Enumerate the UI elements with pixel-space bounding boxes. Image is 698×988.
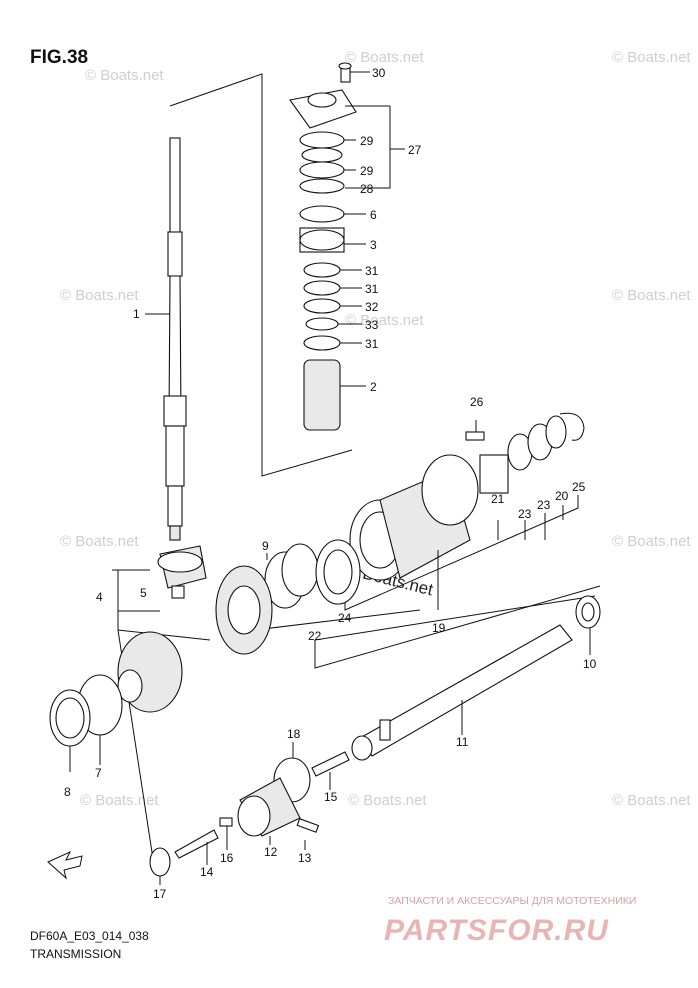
callout-4: 4 <box>96 590 103 604</box>
watermark: © Boats.net <box>345 49 424 66</box>
callout-21: 21 <box>491 492 505 506</box>
callout-labels: 30 29 27 29 28 6 3 31 31 32 33 31 2 1 26… <box>64 66 597 901</box>
brand-logo: PARTSFOR.RU <box>384 914 609 947</box>
callout-13: 13 <box>298 851 312 865</box>
watermark: © Boats.net <box>612 287 691 304</box>
watermark: © Boats.net <box>348 792 427 809</box>
watermark: © Boats.net <box>612 533 691 550</box>
watermark: © Boats.net <box>612 792 691 809</box>
callout-15: 15 <box>324 790 338 804</box>
callout-19: 19 <box>432 621 446 635</box>
callout-7: 7 <box>95 766 102 780</box>
callout-18: 18 <box>287 727 301 741</box>
callout-12: 12 <box>264 845 278 859</box>
callout-23: 23 <box>537 498 551 512</box>
drive-shaft <box>145 137 187 541</box>
callout-30: 30 <box>372 66 386 80</box>
callout-22: 22 <box>308 629 322 643</box>
callout-31: 31 <box>365 337 379 351</box>
leader-lines <box>338 71 405 387</box>
callout-29: 29 <box>360 134 374 148</box>
callout-33: 33 <box>365 318 379 332</box>
callout-23: 23 <box>518 507 532 521</box>
figure-title: FIG.38 <box>30 47 88 68</box>
callout-9: 9 <box>262 539 269 553</box>
brand-tagline: ЗАПЧАСТИ И АКСЕССУАРЫ ДЛЯ МОТОТЕХНИКИ <box>388 895 636 907</box>
watermark: © Boats.net <box>60 533 139 550</box>
callout-31: 31 <box>365 264 379 278</box>
callout-32: 32 <box>365 300 379 314</box>
callout-26: 26 <box>470 395 484 409</box>
upper-housing-stack <box>289 62 357 431</box>
fwd-arrow-icon <box>47 850 83 880</box>
propeller-shaft <box>351 595 601 761</box>
diagram-code: DF60A_E03_014_038 <box>30 929 149 943</box>
callout-2: 2 <box>370 380 377 394</box>
callout-1: 1 <box>133 307 140 321</box>
callout-24: 24 <box>338 611 352 625</box>
callout-11: 11 <box>456 735 469 749</box>
clutch-assembly <box>149 742 350 885</box>
callout-10: 10 <box>583 657 597 671</box>
watermark: © Boats.net <box>80 792 159 809</box>
pinion-gear <box>157 545 207 599</box>
propeller-shaft-housing <box>344 412 585 611</box>
callout-29: 29 <box>360 164 374 178</box>
forward-gear-set <box>215 539 361 655</box>
callout-28: 28 <box>360 182 374 196</box>
watermark: © Boats.net <box>85 67 164 84</box>
callout-5: 5 <box>140 586 147 600</box>
watermark: © Boats.net <box>345 312 424 329</box>
callout-14: 14 <box>200 865 214 879</box>
watermark: © Boats.net <box>60 287 139 304</box>
callout-3: 3 <box>370 238 377 252</box>
callout-27: 27 <box>408 143 422 157</box>
callout-17: 17 <box>153 887 167 901</box>
callout-16: 16 <box>220 851 234 865</box>
reverse-gear-set <box>49 631 183 772</box>
callout-25: 25 <box>572 480 586 494</box>
watermark: © Boats.net <box>612 49 691 66</box>
watermarks: © Boats.net © Boats.net © Boats.net © Bo… <box>60 49 691 809</box>
diagram-name: TRANSMISSION <box>30 947 121 961</box>
callout-8: 8 <box>64 785 71 799</box>
callout-6: 6 <box>370 208 377 222</box>
callout-20: 20 <box>555 489 569 503</box>
callout-31: 31 <box>365 282 379 296</box>
